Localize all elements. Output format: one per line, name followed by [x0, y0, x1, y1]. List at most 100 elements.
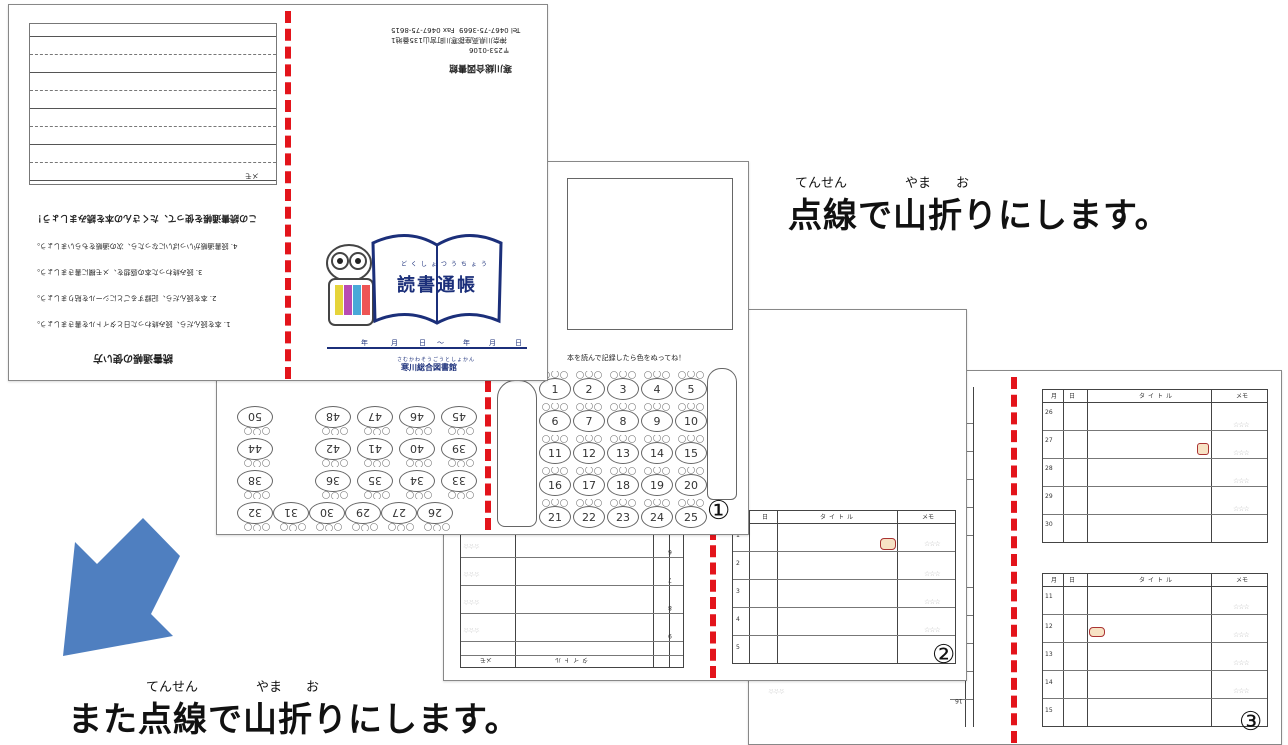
ruby-yama-bottom: やま: [256, 680, 283, 695]
cover-library-name: 寒川総合図書館: [401, 363, 457, 372]
library-name-back: 寒川総合図書館: [449, 62, 513, 73]
paw-stamp: 32: [237, 502, 273, 524]
cover-title: 読書通帳: [397, 275, 477, 296]
paw-stamp: 48: [315, 406, 351, 428]
cover-title-ruby: どくしょつうちょう: [401, 261, 491, 268]
paw-stamp: 7: [573, 403, 605, 432]
header-memo: メモ: [922, 514, 935, 521]
paw-stamp: 29: [345, 502, 381, 524]
rule-2: 2. 本を読んだら、記録するごとにシールを貼りましょう。: [33, 294, 217, 303]
instruction-bottom: また点線で山折りにします。: [68, 700, 520, 740]
stars: ☆☆☆: [464, 542, 480, 550]
library-address: 神奈川県高座郡寒川町宮山135番地1: [391, 36, 507, 45]
header-memo: メモ: [1236, 577, 1249, 584]
header-memo: メモ: [480, 656, 493, 663]
paw-stamp: 13: [607, 435, 639, 464]
cover-date-day-end: 日: [515, 339, 522, 347]
cover-date-line: [327, 347, 527, 349]
arrow-down-left-icon: [63, 518, 180, 656]
stars: ☆☆☆: [1233, 659, 1250, 667]
paw-stamp: 31: [273, 502, 309, 524]
frog-sticker-icon: [880, 538, 896, 550]
frog-sticker-icon: [1197, 443, 1209, 455]
rule-1: 1. 本を読んだら、読み終わった日とタイトルを書きましょう。: [33, 320, 231, 329]
cover-blank-frame: [567, 178, 733, 330]
stars: ☆☆☆: [924, 626, 941, 634]
page2-table-upside: [460, 528, 684, 668]
rule-4: 4. 読書通帳がいっぱいになったら、次の通帳をもらいましょう。: [33, 242, 238, 251]
owl-reading-illustration: [326, 244, 374, 326]
paw-stamp: 4: [641, 371, 673, 400]
row-number: 4: [736, 616, 740, 623]
paw-stamp: 19: [641, 467, 673, 496]
row-number: 11: [1045, 593, 1053, 600]
paw-stamp: 25: [675, 499, 707, 528]
paw-stamp: 21: [539, 499, 571, 528]
header-month: 月: [1051, 577, 1058, 584]
fold-line: [485, 380, 491, 530]
paw-stamp: 23: [607, 499, 639, 528]
cover-library-ruby: さむかわそうごうとしょかん: [397, 357, 476, 363]
header-month: 月: [1051, 393, 1058, 400]
paw-stamp: 11: [539, 435, 571, 464]
row-number: 6: [668, 548, 672, 555]
paw-stamp: 24: [641, 499, 673, 528]
header-day: 日: [762, 514, 769, 521]
ruby-o-top: お: [956, 176, 970, 191]
open-book-icon: [371, 233, 503, 325]
library-tel: Tel 0467-75-3669 Fax 0467-75-8615: [391, 26, 521, 35]
stars: ☆☆☆: [1233, 505, 1250, 513]
paw-stamp: 2: [573, 371, 605, 400]
paw-stamp: 9: [641, 403, 673, 432]
library-postal: 〒253-0106: [469, 46, 510, 55]
paw-stamp: 36: [315, 470, 351, 492]
paw-stamp: 27: [381, 502, 417, 524]
paw-stamp: 33: [441, 470, 477, 492]
paw-stamp: 46: [399, 406, 435, 428]
memo-label: メモ: [245, 172, 259, 181]
header-title: タイトル: [1139, 577, 1176, 584]
frog-sticker-icon: [1089, 627, 1105, 637]
paw-stamp: 8: [607, 403, 639, 432]
paw-stamp: 12: [573, 435, 605, 464]
paw-stamp: 38: [237, 470, 273, 492]
ruby-tensen-top: てんせん: [795, 176, 848, 191]
row-number: 28: [1045, 465, 1053, 472]
paw-stamp: 22: [573, 499, 605, 528]
paw-stamp: 20: [675, 467, 707, 496]
row-number: 12: [1045, 623, 1053, 630]
paw-page-header: 本を読んで記録したら色をぬってね！: [567, 354, 686, 362]
row-number: 29: [1045, 493, 1053, 500]
ruby-tensen-bottom: てんせん: [146, 680, 199, 695]
paw-stamp: 30: [309, 502, 345, 524]
fold-line: [1011, 377, 1017, 743]
row-number: 3: [736, 588, 740, 595]
cover-date-year-end: 年: [463, 339, 470, 347]
row-number: 1: [736, 532, 740, 539]
paw-stamp: 44: [237, 438, 273, 460]
ruby-yama-top: やま: [905, 176, 932, 191]
stars: ☆☆☆: [924, 598, 941, 606]
row-number: 26: [1045, 409, 1053, 416]
paw-stamp: 5: [675, 371, 707, 400]
stars: ☆☆☆: [1233, 477, 1250, 485]
stars: ☆☆☆: [1233, 603, 1250, 611]
row-number: 27: [1045, 437, 1053, 444]
paw-stamp: 34: [399, 470, 435, 492]
paw-stamp: 40: [399, 438, 435, 460]
paw-stamp: 45: [441, 406, 477, 428]
header-title: タイトル: [820, 514, 857, 521]
notes-title: この読書通帳を使って、たくさんの本を読みましょう！: [33, 212, 258, 223]
page3-table-bottom: [1042, 573, 1268, 727]
paw-stamp: 3: [607, 371, 639, 400]
paw-stamp: 15: [675, 435, 707, 464]
sheet-cover-spread: メモ この読書通帳を使って、たくさんの本を読みましょう！ 4. 読書通帳がいっぱ…: [8, 4, 548, 381]
memo-lines: [29, 23, 277, 185]
paw-stamp: 6: [539, 403, 571, 432]
row-number: 9: [668, 632, 672, 639]
row-number: 14: [1045, 679, 1053, 686]
cover-date-separator: 〜: [437, 339, 444, 347]
fold-line: [285, 11, 291, 379]
stars: ☆☆☆: [924, 570, 941, 578]
header-title: タイトル: [1139, 393, 1176, 400]
